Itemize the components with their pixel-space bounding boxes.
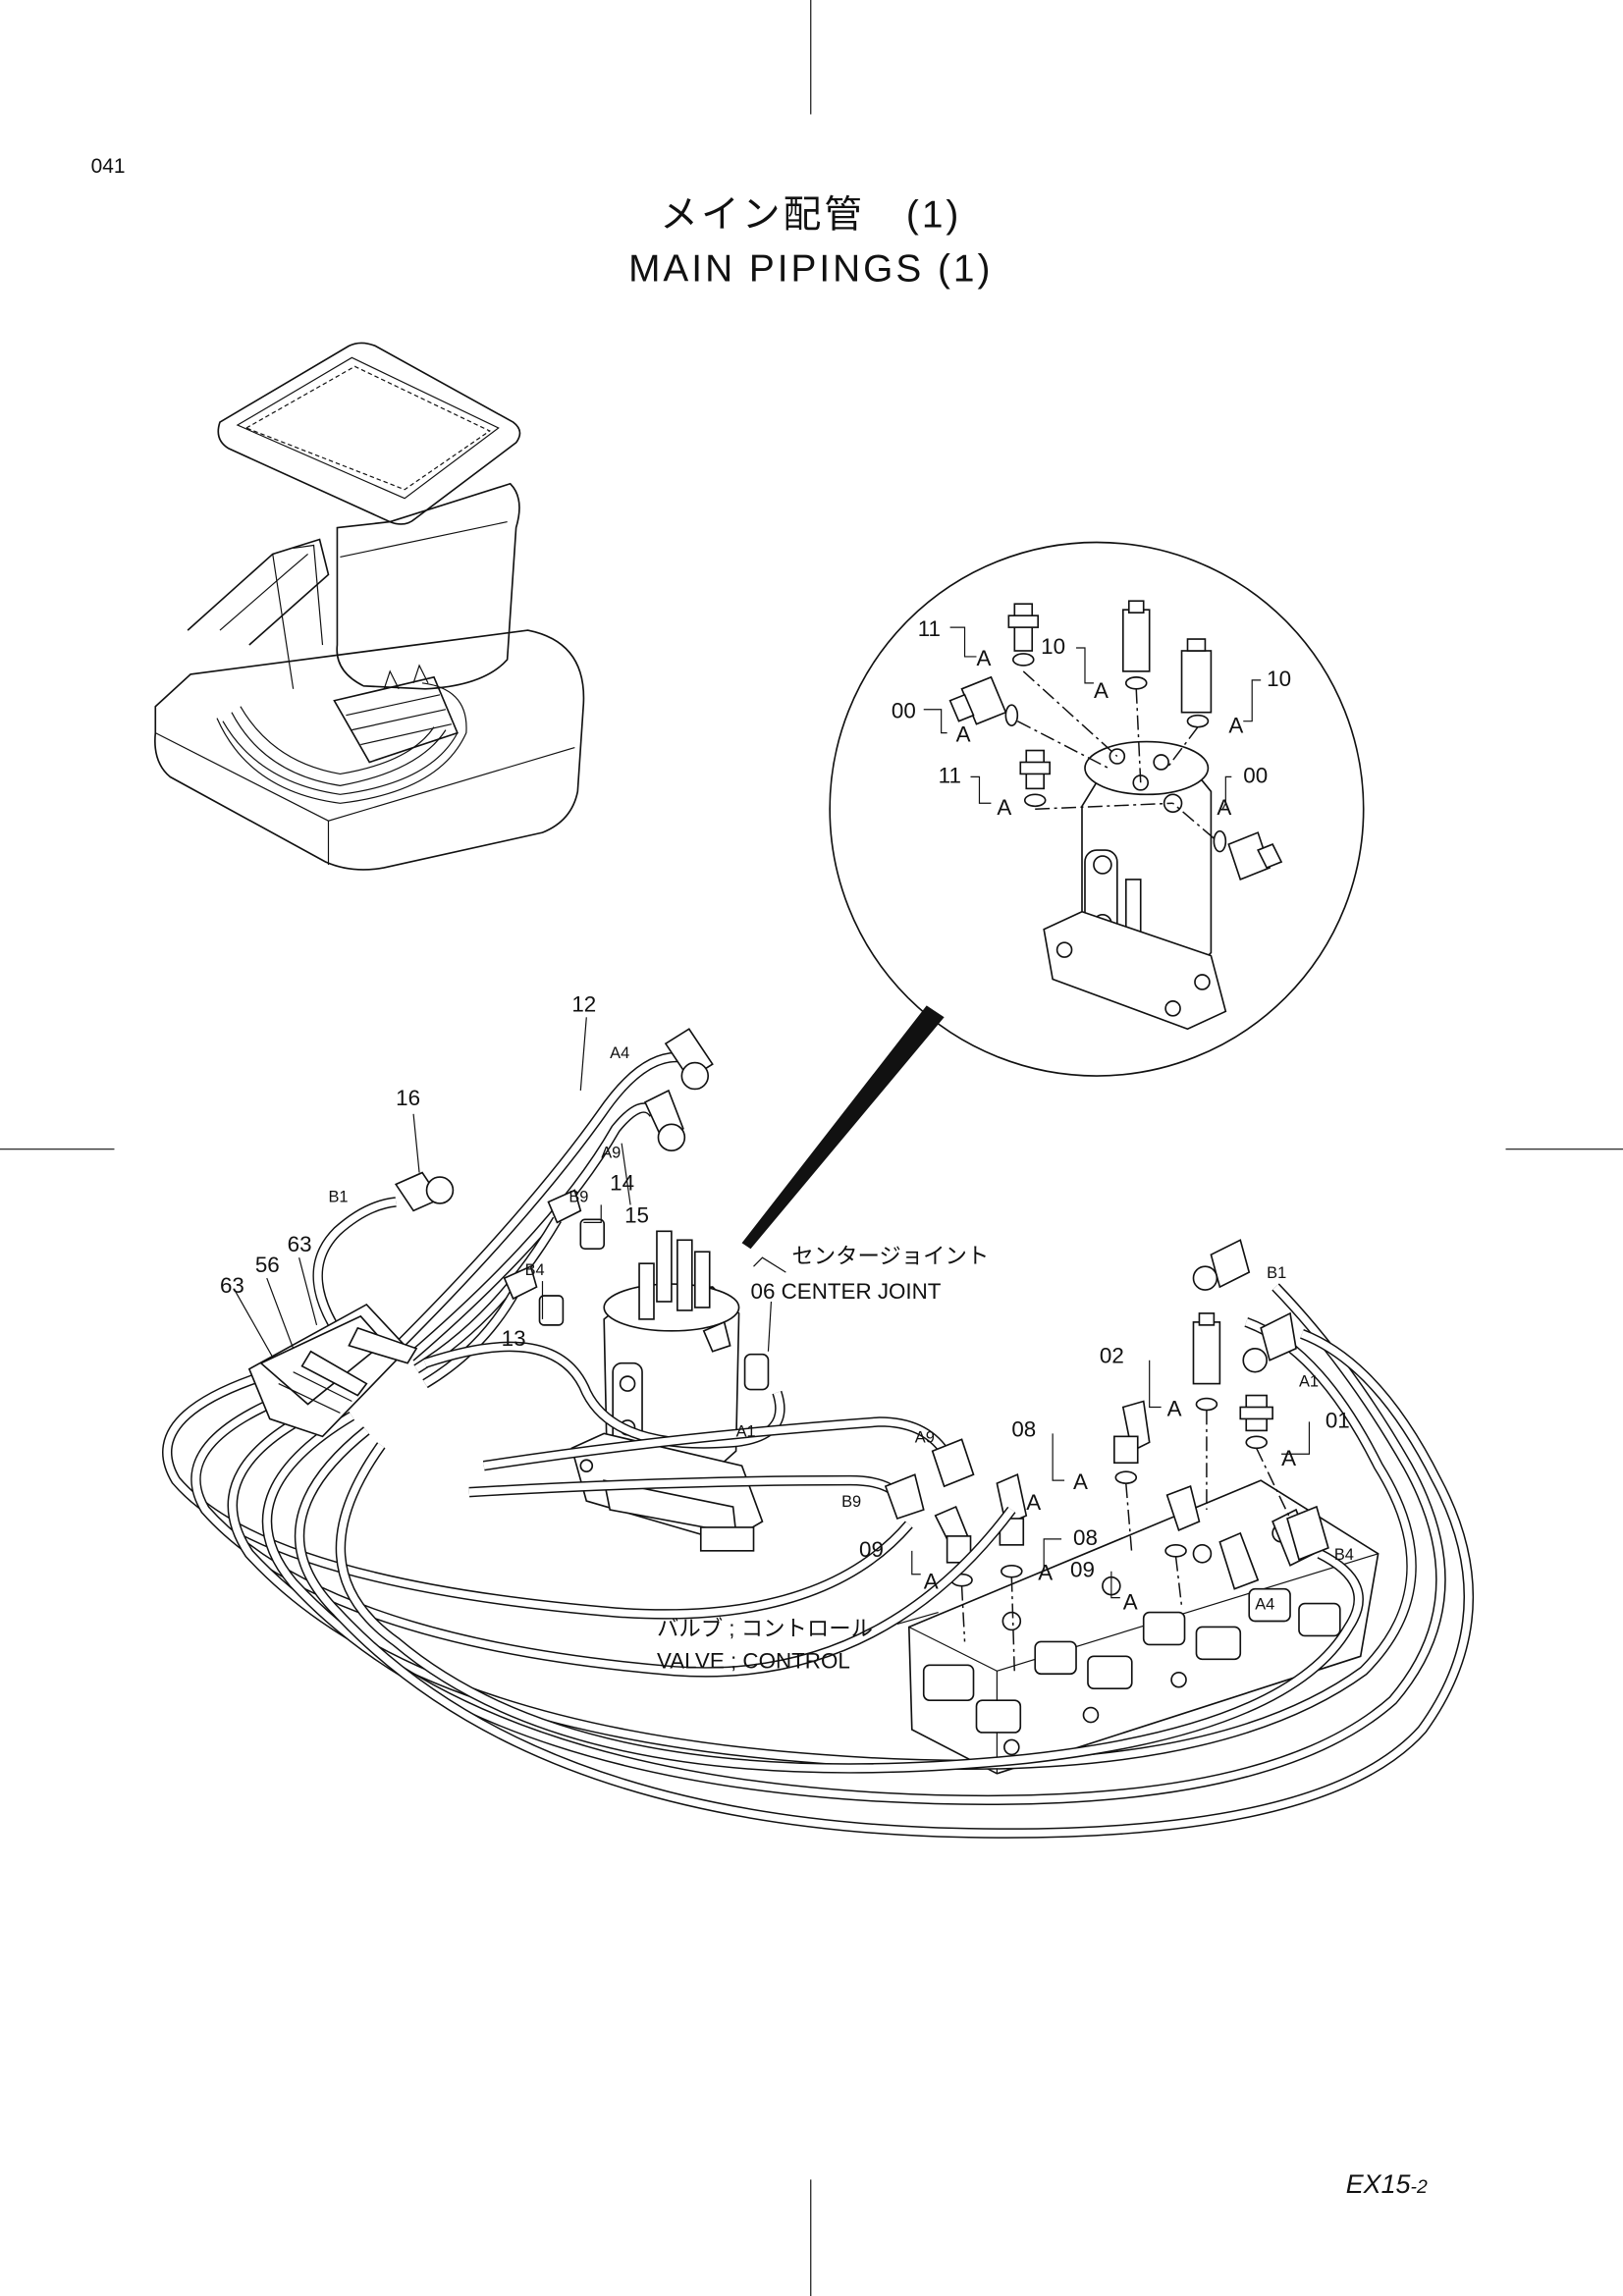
- oring-a-12: A: [1123, 1590, 1138, 1615]
- control-valve-label-jp: バルブ ; コントロール: [657, 1616, 873, 1640]
- fitting-11-lower: [1019, 749, 1051, 808]
- fitting-10-right: [1180, 638, 1213, 728]
- part-15-label: 15: [624, 1202, 649, 1227]
- fitting-00-left: [948, 675, 1019, 726]
- part-11-upper-label: 11: [918, 616, 941, 641]
- page-number: 041: [91, 155, 126, 178]
- center-joint-label-en: 06 CENTER JOINT: [751, 1279, 942, 1304]
- hose-end-fittings: [394, 1028, 1329, 1561]
- mark-b4-hose: B4: [525, 1261, 545, 1279]
- oring-a-10: A: [1038, 1561, 1053, 1585]
- control-valve-assembly: [907, 1479, 1380, 1775]
- part-63-upper-label: 63: [288, 1232, 312, 1256]
- mark-b1-valve: B1: [1267, 1264, 1286, 1282]
- part-13-label: 13: [502, 1326, 526, 1351]
- mark-a9-hose: A9: [601, 1145, 621, 1162]
- part-11-lower-label: 11: [939, 763, 961, 787]
- fitting-10-left: [1121, 600, 1151, 690]
- oring-a-5: A: [997, 795, 1011, 820]
- part-01-label: 01: [1325, 1408, 1350, 1432]
- part-16-label: 16: [396, 1086, 420, 1110]
- fitting-00-right: [1213, 829, 1283, 881]
- oring-a-11: A: [924, 1570, 939, 1594]
- mark-a4-hose: A4: [610, 1044, 629, 1062]
- part-09-left-label: 09: [859, 1537, 884, 1562]
- part-02-label: 02: [1100, 1344, 1124, 1368]
- mark-b1-hose: B1: [328, 1188, 348, 1205]
- leader-lines: [234, 1017, 939, 1626]
- oring-a-8: A: [1281, 1446, 1296, 1470]
- hose-bundle: [162, 1051, 1474, 1839]
- hose-clamp: [247, 1303, 418, 1438]
- mark-a1-hose: A1: [736, 1422, 756, 1440]
- part-00-right-label: 00: [1243, 763, 1268, 787]
- part-10-right-label: 10: [1267, 667, 1291, 691]
- oring-a-9: A: [1073, 1469, 1088, 1494]
- oring-a-2: A: [1094, 678, 1109, 703]
- center-joint-label-jp: センタージョイント: [791, 1244, 989, 1268]
- part-63-lower-label: 63: [220, 1273, 244, 1298]
- part-00-left-label: 00: [892, 699, 916, 723]
- center-joint-detail-view: [741, 541, 1365, 1250]
- oring-a-3: A: [1228, 714, 1243, 738]
- part-14-label: 14: [610, 1170, 634, 1195]
- assembly-name-labels: センタージョイント 06 CENTER JOINT バルブ ; コントロール V…: [657, 1244, 989, 1673]
- valve-fittings: [911, 1312, 1315, 1675]
- part-09-right-label: 09: [1070, 1558, 1095, 1582]
- fitting-11-upper: [1007, 603, 1040, 667]
- control-valve-label-en: VALVE ; CONTROL: [657, 1648, 850, 1673]
- oring-a-13: A: [1026, 1490, 1041, 1515]
- part-08-lower-label: 08: [1073, 1525, 1098, 1550]
- oring-a-7: A: [1167, 1396, 1182, 1420]
- title-english: MAIN PIPINGS (1): [628, 248, 993, 291]
- part-10-left-label: 10: [1041, 634, 1065, 659]
- title-japanese: メイン配管 (1): [660, 193, 961, 236]
- mark-a4-valve: A4: [1255, 1596, 1274, 1614]
- center-joint-assembly: [570, 1230, 770, 1552]
- oring-a-1: A: [976, 646, 991, 670]
- oring-a-6: A: [1217, 795, 1231, 820]
- part-56-label: 56: [255, 1253, 280, 1277]
- oring-mark-labels: A A A A A A A A A A A A A: [924, 646, 1296, 1615]
- oring-a-4: A: [956, 722, 971, 747]
- mark-b9-hose: B9: [568, 1188, 588, 1205]
- mark-b9-valve: B9: [841, 1493, 861, 1511]
- mark-a1-valve: A1: [1299, 1373, 1319, 1391]
- part-08-upper-label: 08: [1011, 1416, 1036, 1441]
- model-code: EX15-2: [1346, 2169, 1428, 2199]
- mark-b4-valve: B4: [1334, 1546, 1354, 1564]
- part-12-label: 12: [571, 991, 596, 1016]
- machine-overview-illustration: [154, 342, 585, 871]
- connection-mark-labels: A4 A9 B1 B9 B4 A1 A9 B9 B1 A1 B4 A4: [328, 1044, 1353, 1613]
- part-number-labels: 11 10 10 00 11 00 12 16 14 15 63 56 63 1…: [220, 616, 1350, 1582]
- mark-a9-valve: A9: [915, 1428, 935, 1446]
